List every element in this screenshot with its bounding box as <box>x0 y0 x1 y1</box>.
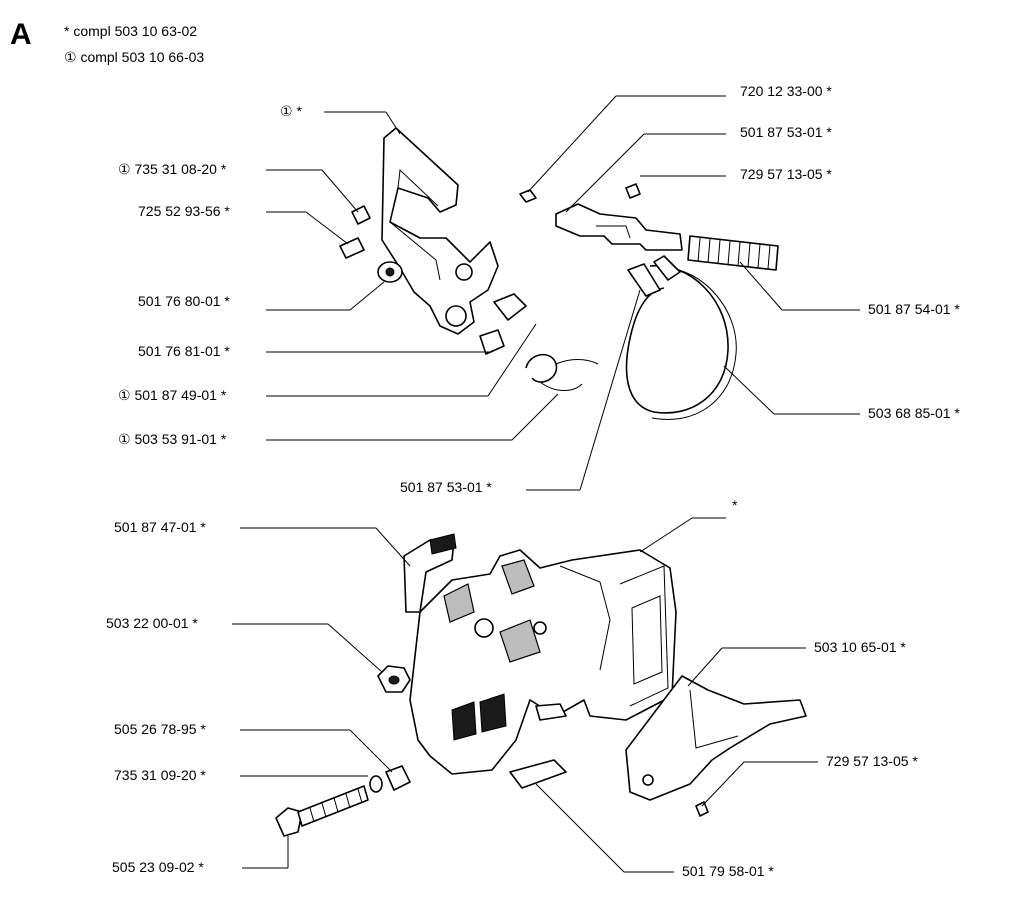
callout-c11: 501 87 54-01 * <box>868 301 960 317</box>
small-housing-parts <box>275 533 567 837</box>
callout-c09: 501 87 53-01 * <box>740 124 832 140</box>
callout-c13: 501 87 53-01 * <box>400 479 492 495</box>
callout-c15: 501 87 47-01 * <box>114 519 206 535</box>
brake-lever-assembly <box>339 127 599 391</box>
callout-c05: 501 76 81-01 * <box>138 343 230 359</box>
callout-c03: 725 52 93-56 * <box>138 203 230 219</box>
hand-guard-plate <box>625 675 807 817</box>
callout-c08: 720 12 33-00 * <box>740 83 832 99</box>
chain-brake-housing <box>409 549 677 775</box>
legend-line-1: * compl 503 10 63-02 <box>64 23 197 39</box>
callout-c02: ① 735 31 08-20 * <box>118 161 227 177</box>
callout-c07: ① 503 53 91-01 * <box>118 431 227 447</box>
callout-c19: 735 31 09-20 * <box>114 767 206 783</box>
brake-band <box>625 255 737 420</box>
legend-line-2: ① compl 503 10 66-03 <box>64 49 204 65</box>
callout-c21: 505 23 09-02 * <box>112 859 204 875</box>
trigger-linkage-assembly <box>519 183 779 271</box>
callout-c06: ① 501 87 49-01 * <box>118 387 227 403</box>
callout-c20: 729 57 13-05 * <box>826 753 918 769</box>
leader-lines <box>232 95 860 873</box>
callout-c10: 729 57 13-05 * <box>740 166 832 182</box>
callout-c18: 505 26 78-95 * <box>114 721 206 737</box>
callout-labels: ① * ① 735 31 08-20 * 725 52 93-56 * 501 … <box>106 83 960 879</box>
callout-c22: 501 79 58-01 * <box>682 863 774 879</box>
callout-c12: 503 68 85-01 * <box>868 405 960 421</box>
callout-c04: 501 76 80-01 * <box>138 293 230 309</box>
section-letter: A <box>10 18 32 51</box>
callout-c01: ① * <box>280 103 302 119</box>
callout-c16: 503 22 00-01 * <box>106 615 198 631</box>
callout-c17: 503 10 65-01 * <box>814 639 906 655</box>
callout-c14: * <box>732 497 738 513</box>
